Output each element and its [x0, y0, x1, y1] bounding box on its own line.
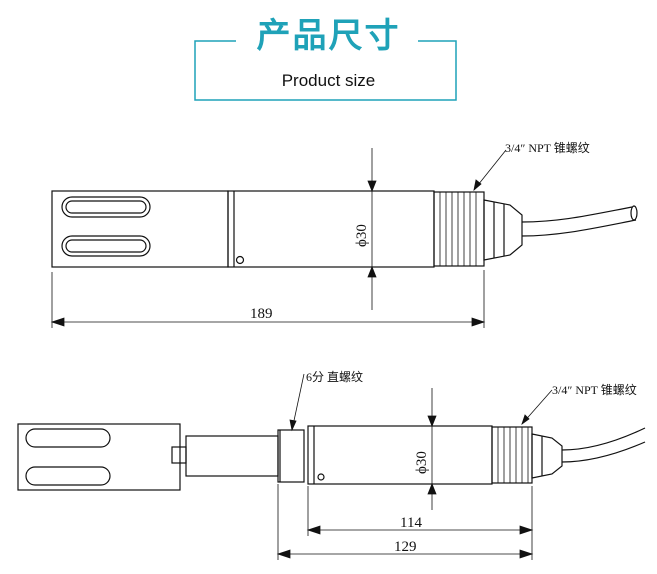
extended-straight-thread-label: 6分 直螺纹 [306, 370, 363, 384]
cable [521, 206, 633, 223]
probe-body [307, 425, 493, 485]
body-screw [317, 473, 325, 481]
probe-body [227, 190, 435, 268]
extended-thread-label: 3/4″ NPT 锥螺纹 [552, 383, 637, 397]
extended-total-length-label: 129 [394, 539, 417, 555]
body-screw [235, 255, 245, 265]
side-thread-label: 3/4″ NPT 锥螺纹 [505, 141, 590, 155]
side-diameter-label: ϕ30 [354, 224, 370, 247]
probe-slots [25, 428, 111, 486]
extension-tube [185, 435, 279, 477]
thread-lines [497, 427, 529, 483]
side-view [51, 190, 638, 268]
thread-lines [439, 192, 477, 266]
header-frame [194, 40, 457, 101]
straight-thread-nut [277, 429, 305, 483]
cable-gland [531, 433, 563, 479]
cable [561, 427, 646, 451]
extended-view [17, 423, 646, 491]
probe-neck [171, 446, 187, 464]
probe-slots [61, 196, 151, 257]
probe-head [17, 423, 181, 491]
section-header: 产品尺寸 Product size [0, 0, 657, 110]
extended-diameter-label: ϕ30 [414, 451, 430, 474]
cable-gland [483, 199, 523, 261]
section-subtitle: Product size [281, 71, 376, 90]
section-title: 产品尺寸 [256, 16, 401, 56]
extended-body-length-label: 114 [400, 515, 422, 531]
extended-view-dimensions [276, 373, 553, 560]
npt-thread [433, 191, 485, 267]
side-view-dimensions [50, 148, 507, 328]
side-length-label: 189 [250, 306, 273, 322]
